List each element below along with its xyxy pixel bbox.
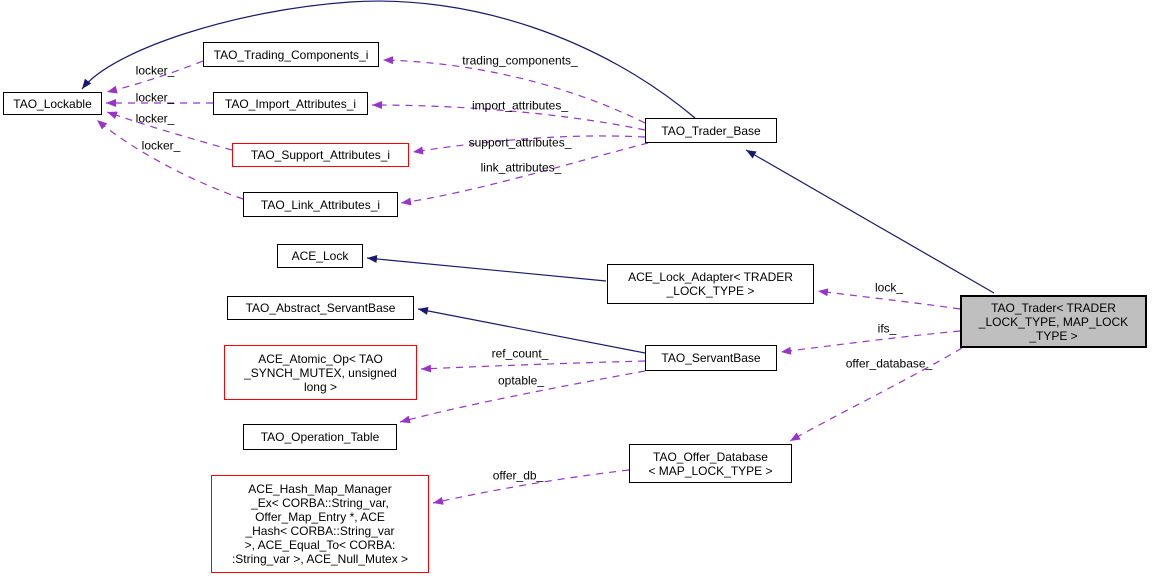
node-tao-lockable[interactable]: TAO_Lockable (3, 92, 102, 115)
node-tao-link-attributes-i[interactable]: TAO_Link_Attributes_i (243, 192, 398, 217)
edge-label-link-attributes: link_attributes_ (480, 160, 562, 175)
node-tao-trader: TAO_Trader< TRADER _LOCK_TYPE, MAP_LOCK … (960, 295, 1147, 348)
edge-usage-locker-1 (106, 60, 204, 94)
node-tao-import-attributes-i[interactable]: TAO_Import_Attributes_i (213, 92, 368, 115)
edge-inheritance-trader-traderbase (745, 149, 995, 294)
node-tao-abstract-servantbase[interactable]: TAO_Abstract_ServantBase (227, 296, 414, 320)
node-tao-servantbase[interactable]: TAO_ServantBase (645, 345, 777, 371)
edge-label-offer-db: offer_db_ (492, 468, 544, 483)
edge-inheritance-traderbase-lockable (81, 0, 696, 119)
edge-label-locker-4: locker_ (141, 138, 181, 153)
node-ace-lock-adapter[interactable]: ACE_Lock_Adapter< TRADER _LOCK_TYPE > (607, 264, 814, 304)
edge-label-optable: optable_ (497, 373, 545, 388)
node-tao-trading-components-i[interactable]: TAO_Trading_Components_i (203, 42, 379, 67)
edge-usage-lock (817, 288, 961, 310)
edge-usage-locker-3 (106, 111, 233, 151)
edge-usage-locker-4 (96, 119, 244, 200)
edge-label-offer-database: offer_database_ (845, 356, 933, 371)
edge-label-lock: lock_ (874, 280, 904, 295)
node-tao-operation-table[interactable]: TAO_Operation_Table (243, 424, 397, 450)
node-ace-lock[interactable]: ACE_Lock (277, 244, 363, 268)
edge-label-locker-1: locker_ (135, 63, 175, 78)
edge-inheritance-servantbase-abstractservantbase (417, 306, 646, 354)
edge-label-ifs: ifs_ (877, 321, 897, 336)
node-tao-trader-base[interactable]: TAO_Trader_Base (645, 118, 777, 143)
edge-label-locker-2: locker_ (135, 90, 175, 105)
edge-usage-link-attributes (400, 142, 649, 206)
edge-usage-ref-count (420, 360, 646, 373)
edge-label-support-attributes: support_attributes_ (468, 135, 572, 150)
node-tao-support-attributes-i: TAO_Support_Attributes_i (232, 143, 409, 167)
edge-inheritance-lockadapter-acelock (366, 254, 607, 282)
edge-usage-offer-database (789, 347, 963, 442)
edge-usage-optable (399, 370, 646, 424)
node-ace-atomic-op: ACE_Atomic_Op< TAO _SYNCH_MUTEX, unsigne… (224, 345, 417, 400)
edge-label-trading-components: trading_components_ (462, 53, 578, 68)
edge-usage-trading-components (382, 56, 646, 124)
node-tao-offer-database[interactable]: TAO_Offer_Database < MAP_LOCK_TYPE > (629, 444, 792, 483)
edge-label-import-attributes: import_attributes_ (471, 98, 569, 113)
edge-label-ref-count: ref_count_ (491, 346, 549, 361)
edge-usage-ifs (780, 330, 961, 355)
edge-usage-support-attributes (412, 135, 646, 155)
edge-label-locker-3: locker_ (135, 111, 175, 126)
node-ace-hash-map-manager: ACE_Hash_Map_Manager _Ex< CORBA::String_… (211, 475, 429, 573)
